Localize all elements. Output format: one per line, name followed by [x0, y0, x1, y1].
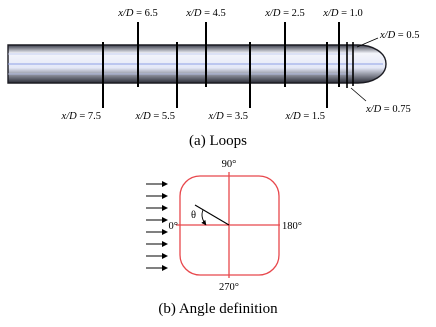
angle-0-label: 0°	[169, 221, 178, 232]
caption-b: (b) Angle definition	[158, 301, 278, 317]
label-xd-5-5: x/D = 5.5	[135, 111, 175, 122]
leader-xd-0-5	[356, 37, 379, 48]
label-xd-6-5: x/D = 6.5	[117, 8, 157, 19]
label-xd-1-5: x/D = 1.5	[285, 111, 325, 122]
flow-arrows	[146, 181, 168, 271]
label-xd-2-5: x/D = 2.5	[264, 8, 304, 19]
theta-label: θ	[191, 210, 196, 221]
label-xd-7-5: x/D = 7.5	[61, 111, 101, 122]
theta-arc	[201, 209, 207, 226]
panel-a: x/D = 6.5 x/D = 4.5 x/D = 2.5 x/D = 1.0 …	[7, 8, 419, 149]
angle-180-label: 180°	[282, 221, 302, 232]
angle-270-label: 270°	[219, 282, 239, 293]
label-xd-0-5: x/D = 0.5	[379, 30, 419, 41]
angle-90-label: 90°	[222, 159, 237, 170]
label-xd-1-0: x/D = 1.0	[322, 8, 362, 19]
label-xd-0-75: x/D = 0.75	[365, 104, 411, 115]
label-xd-4-5: x/D = 4.5	[185, 8, 225, 19]
leader-xd-0-75	[350, 87, 367, 102]
caption-a: (a) Loops	[189, 133, 247, 149]
theta-ray	[194, 204, 230, 226]
label-xd-3-5: x/D = 3.5	[208, 111, 248, 122]
panel-b: θ 90° 0° 180° 270° (b) Angle definition	[146, 159, 302, 317]
